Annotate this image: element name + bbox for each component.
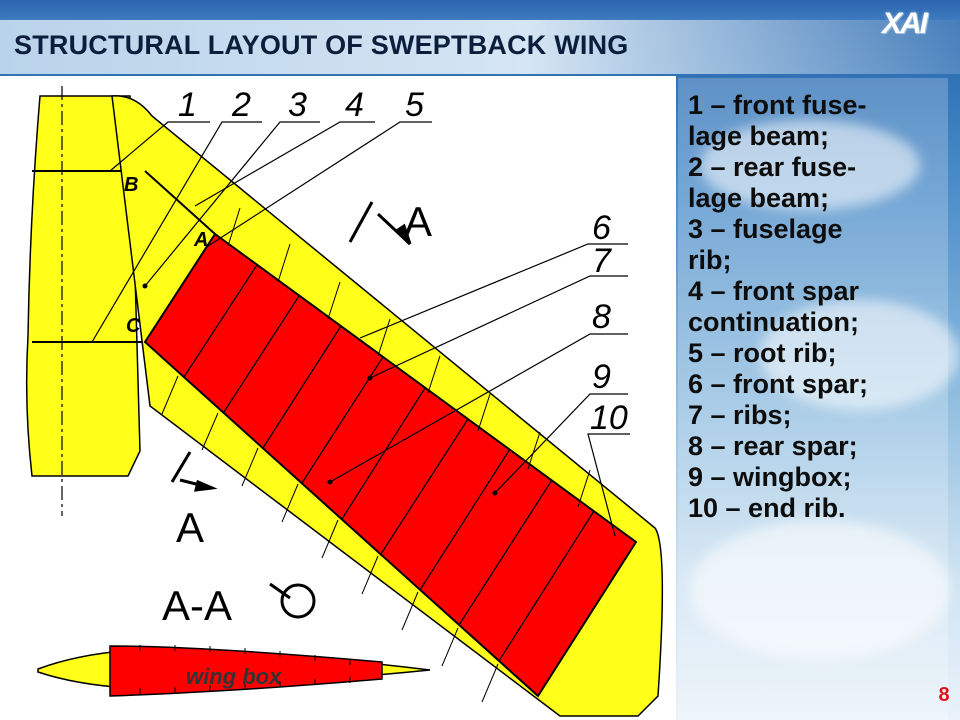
- front-spar-continuation: [144, 170, 216, 235]
- legend-line: 6 – front spar;: [688, 369, 869, 399]
- legend-line: 7 – ribs;: [688, 400, 792, 430]
- point-label-c: C: [126, 315, 141, 337]
- legend-line: continuation;: [688, 307, 859, 337]
- cloud-decoration: [700, 120, 920, 210]
- callout-dots: [142, 283, 498, 496]
- point-label-b: B: [124, 174, 138, 196]
- airfoil-ticks: [139, 645, 351, 694]
- cloud-decoration: [690, 520, 950, 660]
- rotation-symbol: [269, 582, 316, 619]
- callout-9: 9: [592, 358, 611, 396]
- callout-leaders-top: [91, 121, 432, 343]
- airfoil-wingbox: [109, 645, 383, 697]
- slide-title: STRUCTURAL LAYOUT OF SWEPTBACK WING: [14, 30, 629, 60]
- section-mark-upper: [348, 201, 412, 246]
- legend-line: lage beam;: [688, 121, 830, 151]
- callout-6: 6: [592, 209, 611, 247]
- wing-diagram-panel: 1 2 3 4 5 6 7 8 9 10 B A C A A A-A: [0, 76, 676, 720]
- cloud-decoration: [760, 300, 960, 410]
- edge-ribs: [161, 207, 591, 703]
- legend-line: 5 – root rib;: [688, 338, 837, 368]
- legend-panel: 1 – front fuse- lage beam; 2 – rear fuse…: [678, 78, 948, 720]
- callout-leaders-right: [329, 243, 630, 537]
- legend-line: 3 – fuselage: [688, 214, 843, 244]
- callout-1: 1: [178, 86, 197, 124]
- section-letter-upper: A: [404, 198, 432, 245]
- title-bar: [0, 20, 960, 74]
- top-band: [0, 0, 960, 20]
- callout-10: 10: [590, 399, 628, 437]
- legend-list: 1 – front fuse- lage beam; 2 – rear fuse…: [688, 90, 948, 524]
- callout-4: 4: [345, 86, 364, 124]
- page-number: 8: [938, 684, 950, 706]
- wing-diagram: 1 2 3 4 5 6 7 8 9 10 B A C A A A-A: [25, 86, 664, 717]
- legend-line: 9 – wingbox;: [688, 462, 852, 492]
- callout-8: 8: [592, 298, 611, 336]
- callout-5: 5: [405, 86, 424, 124]
- point-label-a: A: [193, 229, 208, 251]
- legend-line: 2 – rear fuse-: [688, 152, 857, 182]
- section-title: A-A: [162, 582, 232, 629]
- wingbox: [143, 232, 638, 698]
- legend-line: 4 – front spar: [688, 276, 860, 306]
- section-mark-lower: [170, 451, 218, 492]
- legend-line: 10 – end rib.: [688, 493, 846, 523]
- legend-line: lage beam;: [688, 183, 830, 213]
- section-letter-lower: A: [176, 504, 204, 551]
- callout-3: 3: [288, 86, 307, 124]
- wing-box-label: wing box: [186, 664, 282, 689]
- callout-2: 2: [231, 86, 251, 124]
- legend-line: 1 – front fuse-: [688, 90, 867, 120]
- legend-line: 8 – rear spar;: [688, 431, 858, 461]
- university-logo: ХАІ: [882, 7, 928, 40]
- legend-line: rib;: [688, 245, 732, 275]
- callout-7: 7: [592, 242, 612, 280]
